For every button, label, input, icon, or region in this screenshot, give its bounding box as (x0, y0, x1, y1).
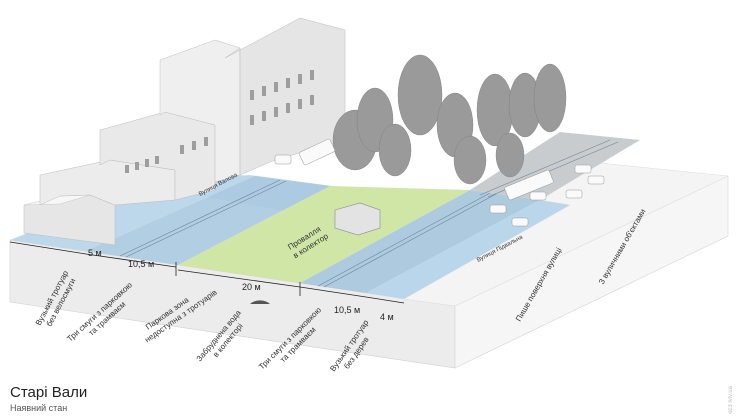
dim-10-5m-right: 10,5 м (334, 305, 360, 315)
credit-text: ec3 lviv.ua (728, 386, 734, 414)
dimension-lines (9, 241, 405, 304)
collector-pipe (250, 300, 270, 304)
left-roadway-zone (86, 176, 330, 265)
dim-5m: 5 м (88, 248, 102, 258)
far-right-road (470, 132, 640, 200)
kiosk (334, 202, 381, 236)
diagram-subtitle: Наявний стан (10, 403, 68, 413)
dim-20m: 20 м (242, 282, 261, 292)
trees (332, 54, 567, 185)
vehicles (274, 138, 605, 227)
buildings-left (23, 17, 346, 246)
dim-4m: 4 м (380, 312, 394, 322)
park-zone (178, 186, 470, 283)
dim-10-5m-left: 10,5 м (128, 259, 154, 269)
diagram-title: Старі Вали (10, 384, 88, 401)
